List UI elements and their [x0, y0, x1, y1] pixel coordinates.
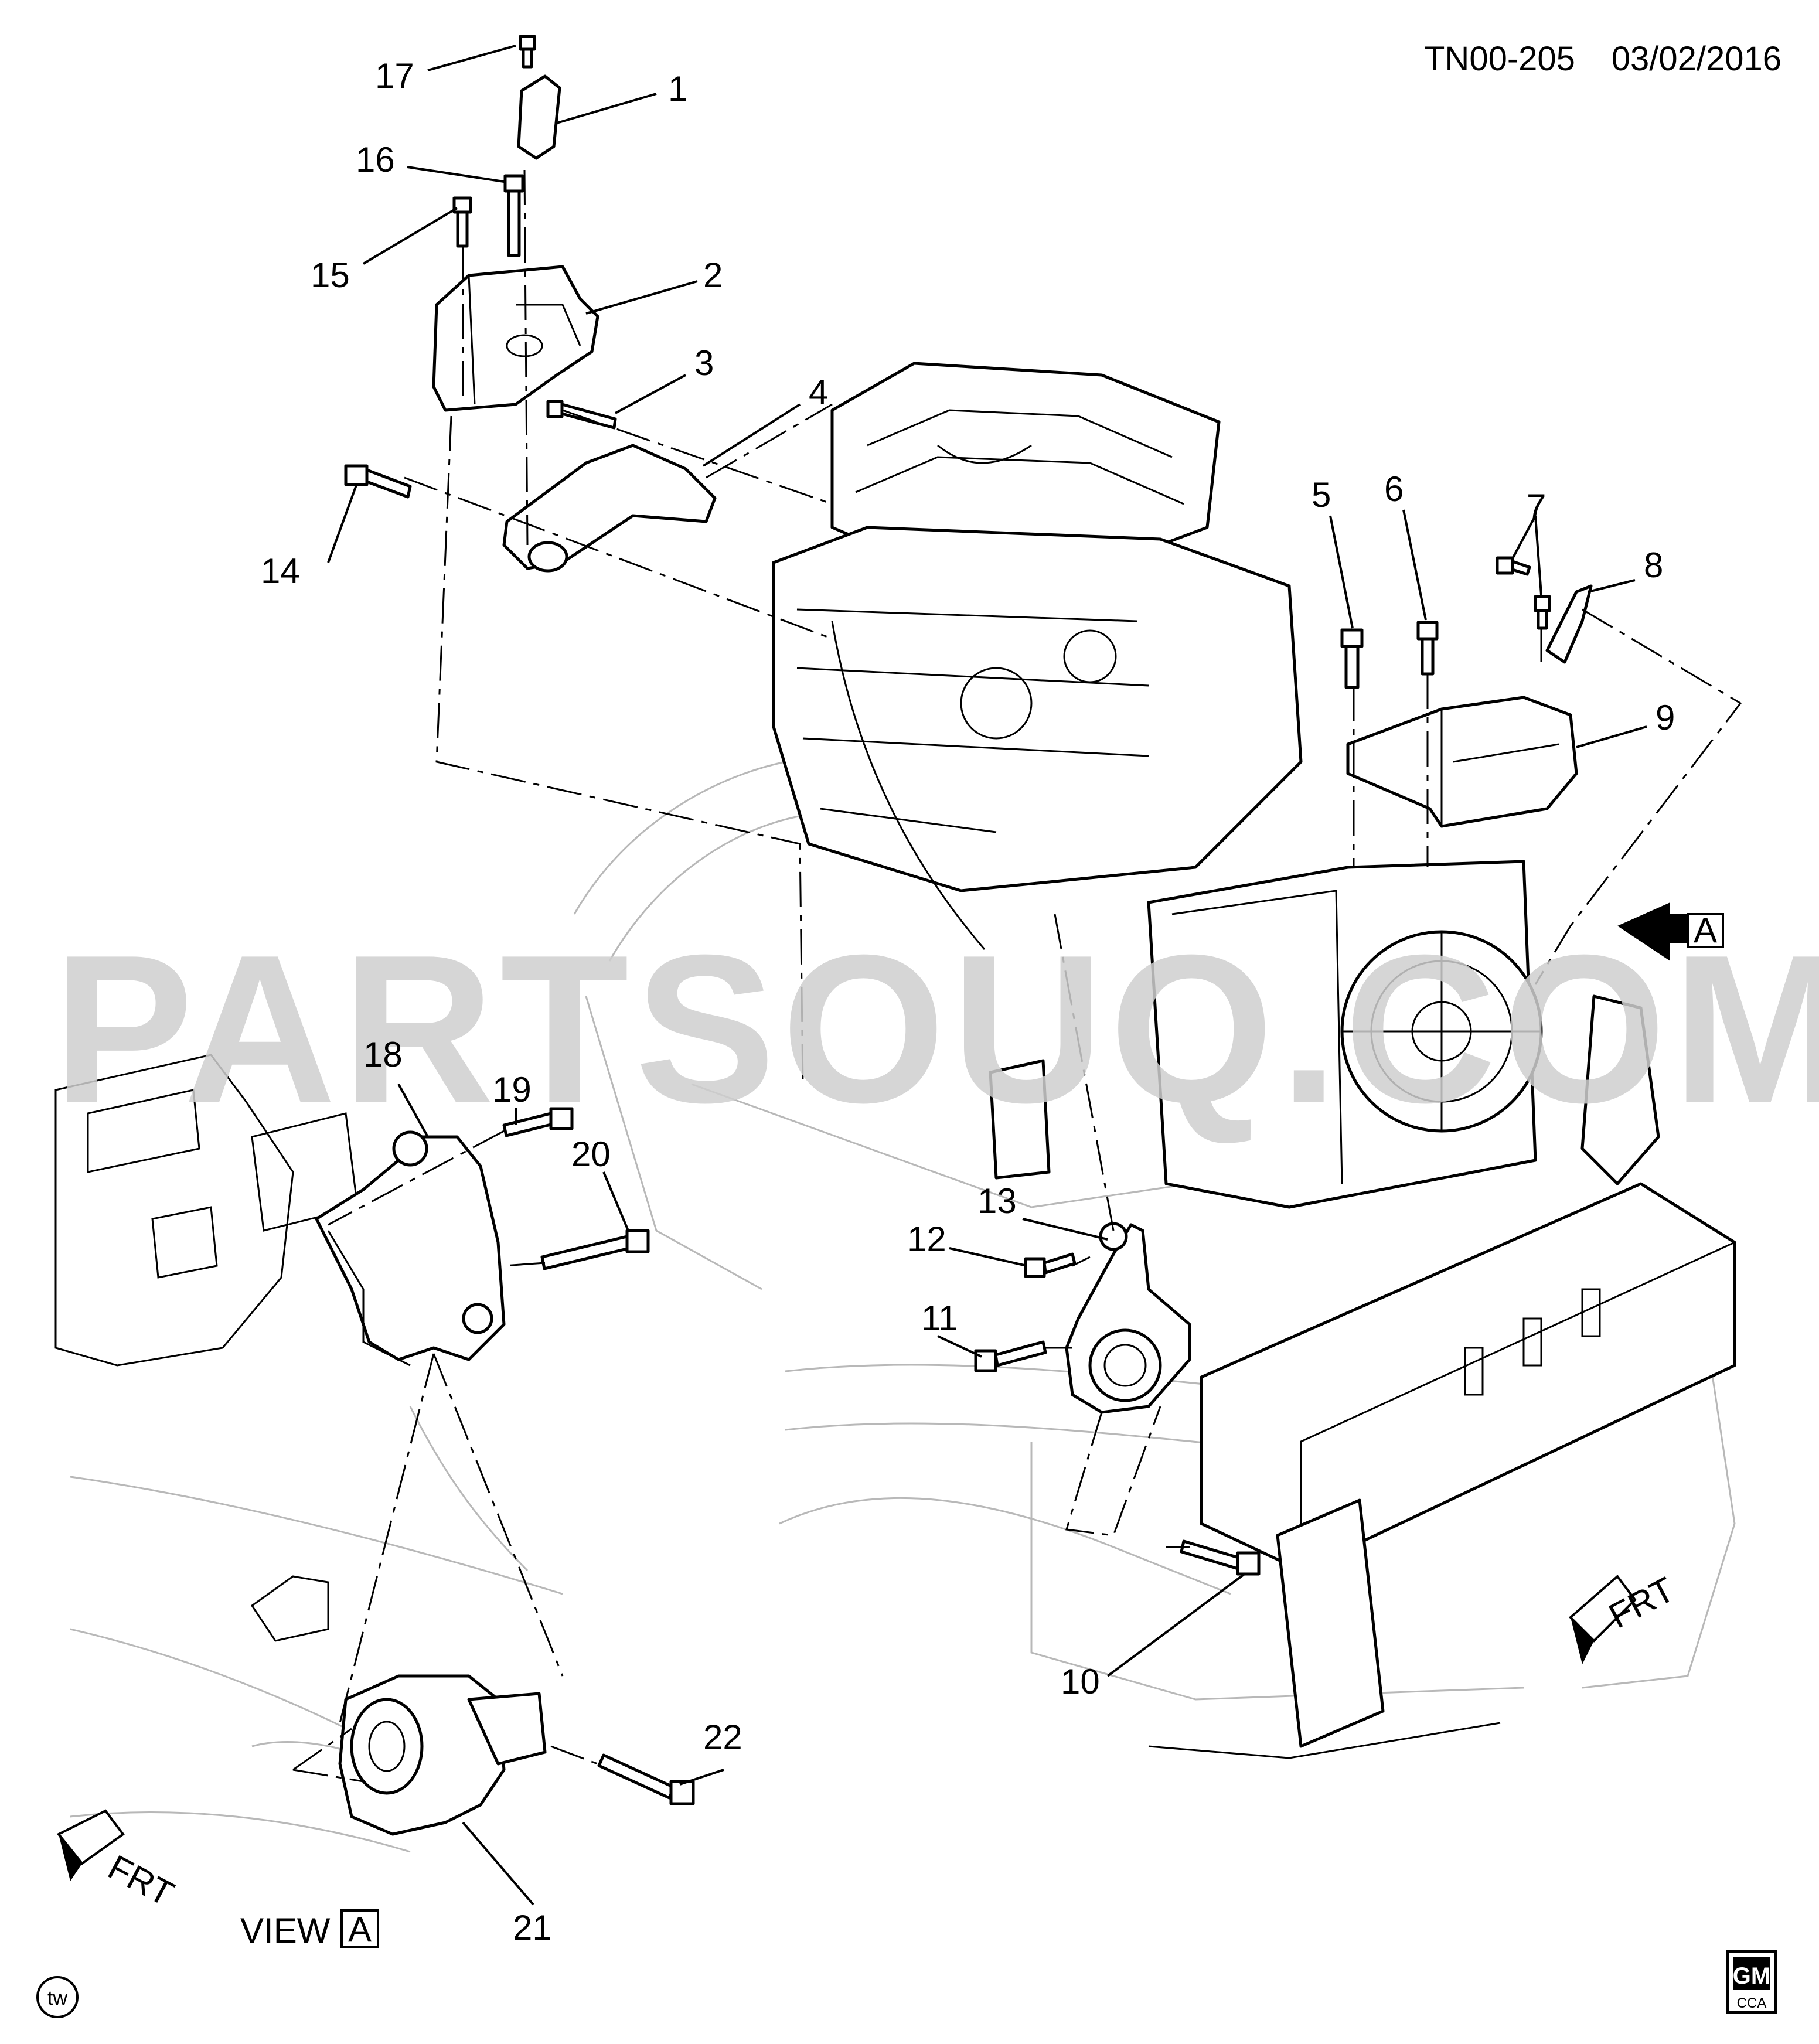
callout-10: 10 [1061, 1662, 1100, 1701]
tw-logo: tw [36, 1976, 79, 2018]
part-1-cover [517, 74, 561, 160]
callout-1: 1 [668, 69, 687, 108]
callout-16: 16 [356, 140, 395, 179]
callout-15: 15 [311, 255, 350, 295]
frt-label: FRT [102, 1847, 180, 1913]
direction-arrow-icon [1571, 1617, 1594, 1664]
view-a-label: VIEW A [240, 1909, 379, 1950]
part-11-bolt [974, 1340, 1047, 1372]
callout-7: 7 [1527, 487, 1546, 526]
view-a-arrow: A [1617, 902, 1724, 961]
frame-rail [1148, 994, 1736, 1759]
leader-lines [327, 45, 1647, 1906]
callout-8: 8 [1644, 546, 1663, 585]
part-20-bolt [540, 1229, 650, 1270]
callout-22: 22 [703, 1718, 742, 1757]
part-10-bolt [1180, 1539, 1261, 1576]
tw-logo-text: tw [47, 1987, 67, 2009]
callout-2: 2 [703, 255, 723, 295]
part-12-bolt [1024, 1252, 1077, 1278]
part-14-bolt [344, 464, 412, 499]
callout-21: 21 [513, 1908, 552, 1947]
alignment-lines [292, 169, 1742, 1783]
part-6-bolt [1416, 621, 1439, 676]
part-17-bolt [519, 35, 536, 69]
part-22-bolt [597, 1753, 695, 1805]
callout-5: 5 [1312, 475, 1331, 515]
view-marker-tag: A [1694, 911, 1717, 950]
callout-12: 12 [907, 1219, 946, 1259]
engine-assembly [772, 362, 1543, 1209]
gm-logo-text: GM [1733, 1963, 1770, 1989]
part-16-bolt [503, 174, 524, 257]
callout-14: 14 [261, 551, 300, 591]
part-5-bolt [1340, 628, 1364, 689]
view-label: VIEW [240, 1911, 331, 1950]
view-tag: A [348, 1910, 372, 1949]
callout-labels: 1 2 3 4 5 6 7 8 9 10 11 12 13 14 15 16 1… [261, 56, 1675, 1947]
callout-17: 17 [375, 56, 414, 96]
callout-4: 4 [809, 373, 828, 412]
gm-logo: GM CCA [1726, 1950, 1777, 2014]
part-8-bracket [1545, 584, 1593, 664]
part-15-bolt [452, 196, 472, 248]
part-2-engine-mount [432, 265, 599, 412]
part-9-transmission-mount [1346, 696, 1578, 828]
diagram-date: 03/02/2016 [1612, 40, 1781, 78]
diagram-code: TN00-205 [1424, 40, 1575, 78]
frt-marker-left: FRT [56, 1809, 180, 1914]
callout-3: 3 [694, 343, 714, 383]
part-7-bolts [1496, 556, 1551, 630]
callout-19: 19 [492, 1070, 532, 1109]
direction-arrow-icon [59, 1834, 82, 1881]
frt-marker-right: FRT [1569, 1569, 1681, 1664]
callout-13: 13 [977, 1181, 1017, 1221]
arrow-icon [1617, 902, 1688, 961]
callout-9: 9 [1656, 698, 1675, 737]
part-4-bracket [502, 444, 717, 570]
gm-logo-subtext: CCA [1737, 1995, 1767, 2011]
callout-11: 11 [921, 1299, 958, 1338]
part-19-bolt [502, 1107, 574, 1137]
callout-6: 6 [1384, 469, 1404, 509]
watermark: PARTSOUQ.COM [53, 911, 1819, 1147]
callout-18: 18 [363, 1035, 403, 1074]
callout-20: 20 [571, 1135, 611, 1174]
part-3-bolt [546, 400, 617, 430]
